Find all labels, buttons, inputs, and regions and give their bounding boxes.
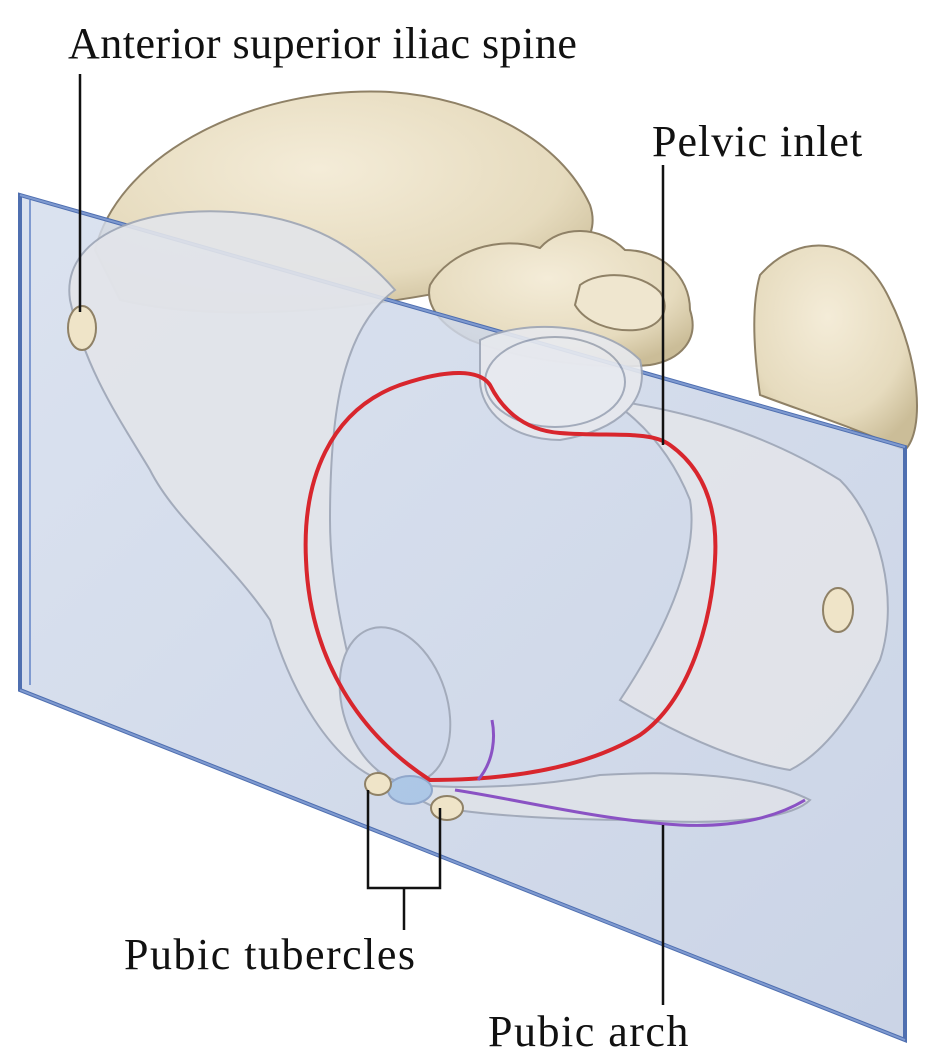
- label-pelvic-inlet: Pelvic inlet: [652, 120, 863, 164]
- asis-left: [68, 306, 96, 350]
- pubic-symphysis: [388, 776, 432, 804]
- pubic-tubercle-right: [431, 796, 463, 820]
- label-pubic-arch: Pubic arch: [488, 1010, 690, 1054]
- asis-right: [823, 588, 853, 632]
- label-pubic-tubercles: Pubic tubercles: [124, 933, 417, 977]
- sacral-promontory: [485, 337, 625, 427]
- label-anterior-superior-iliac-spine: Anterior superior iliac spine: [68, 22, 577, 66]
